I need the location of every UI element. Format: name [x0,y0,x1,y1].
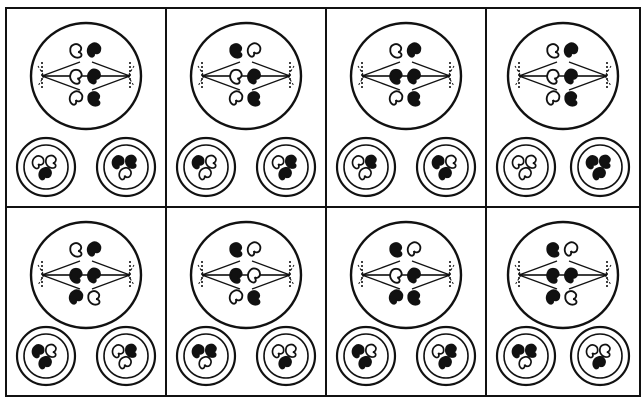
spindle-cell [31,23,141,129]
spindle-cell [191,222,301,328]
daughter-cell-right [571,327,629,385]
spindle-cell [31,222,141,328]
spindle-cell [508,222,618,328]
daughter-cell-left [497,327,555,385]
spindle-cell [191,23,301,129]
spindle-cell [508,23,618,129]
daughter-cell-right [257,138,315,196]
panel-r1-c4 [497,23,629,196]
daughter-cell-right [417,138,475,196]
panel-r1-c3 [337,23,475,196]
panel-r1-c1 [17,23,155,196]
daughter-cell-right [417,327,475,385]
daughter-cell-left [177,327,235,385]
daughter-cell-right [257,327,315,385]
daughter-cell-left [497,138,555,196]
daughter-cell-left [337,138,395,196]
panel-r1-c2 [177,23,315,196]
daughter-cell-left [17,327,75,385]
spindle-cell [351,222,461,328]
panel-r2-c4 [497,222,629,385]
panel-r2-c1 [17,222,155,385]
daughter-cell-right [97,327,155,385]
panel-r2-c3 [337,222,475,385]
spindle-cell [351,23,461,129]
daughter-cell-right [97,138,155,196]
daughter-cell-left [17,138,75,196]
daughter-cell-left [177,138,235,196]
daughter-cell-right [571,138,629,196]
daughter-cell-left [337,327,395,385]
panel-r2-c2 [177,222,315,385]
